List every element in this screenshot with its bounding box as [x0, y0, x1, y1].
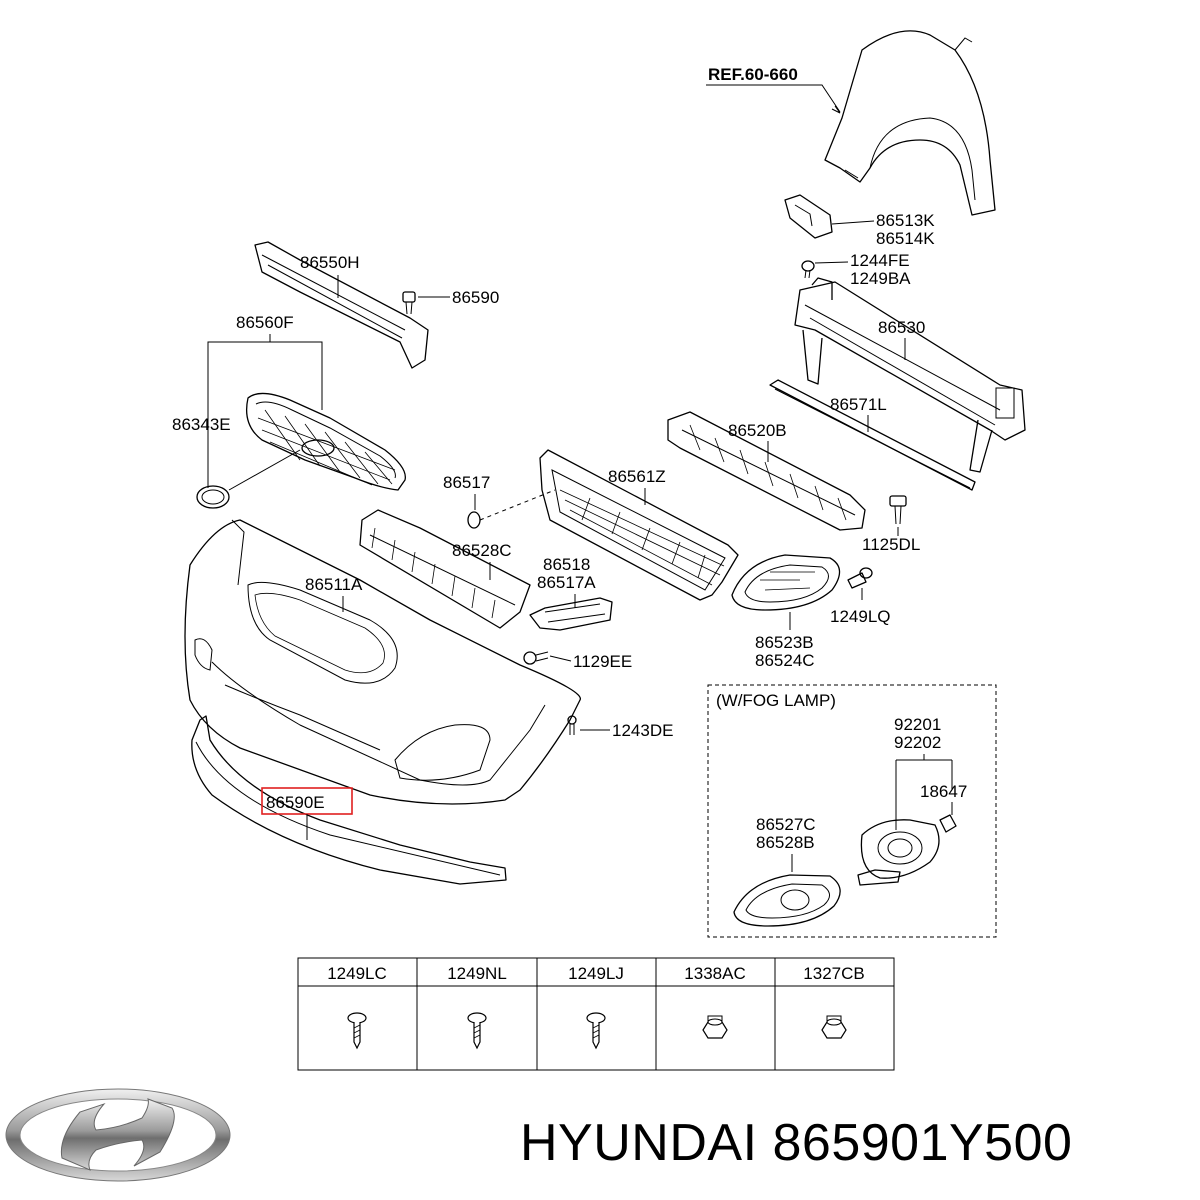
reinforcement-drawing	[794, 277, 1026, 473]
hyundai-logo	[5, 1088, 231, 1182]
absorber-drawing	[769, 379, 976, 491]
side-bracket-drawing	[784, 194, 833, 239]
table-header-1249LJ: 1249LJ	[568, 964, 624, 983]
bolt-1244FE-drawing	[801, 260, 815, 279]
lower-moulding-drawing	[191, 715, 507, 885]
upper-bracket-drawing	[254, 241, 429, 369]
label-1244FE: 1244FE	[850, 251, 910, 270]
label-1243DE: 1243DE	[612, 721, 673, 740]
emblem-86343E-drawing	[196, 485, 230, 509]
label-92202: 92202	[894, 733, 941, 752]
label-1249BA: 1249BA	[850, 269, 911, 288]
label-86527C: 86527C	[756, 815, 816, 834]
label-86560F: 86560F	[236, 313, 294, 332]
label-1129EE: 1129EE	[573, 652, 632, 671]
table-header-1249NL: 1249NL	[447, 964, 507, 983]
table-header-1327CB: 1327CB	[803, 964, 864, 983]
table-header-1338AC: 1338AC	[684, 964, 745, 983]
fastener-table: 1249LC 1249NL 1249LJ 1338AC 1327CB	[297, 957, 895, 1071]
label-86524C: 86524C	[755, 651, 815, 670]
fog-lamp-drawing	[857, 814, 957, 886]
label-92201: 92201	[894, 715, 941, 734]
label-86590: 86590	[452, 288, 499, 307]
label-86530: 86530	[878, 318, 925, 337]
label-18647: 18647	[920, 782, 967, 801]
label-86517A: 86517A	[537, 573, 596, 592]
label-1125DL: 1125DL	[862, 535, 920, 554]
lower-grille-drawing	[539, 449, 739, 601]
screw-icon	[467, 1012, 487, 1050]
bolt-1129EE-drawing	[523, 651, 549, 665]
label-86518: 86518	[543, 555, 590, 574]
label-86571L: 86571L	[830, 395, 887, 414]
fender-drawing	[824, 30, 996, 216]
bumper-cover-drawing	[184, 519, 581, 805]
label-86517: 86517	[443, 473, 490, 492]
label-86528B: 86528B	[756, 833, 815, 852]
fog-cover-drawing	[731, 554, 841, 611]
upper-grille-drawing	[245, 392, 406, 491]
screw-icon	[586, 1012, 606, 1050]
screw-1243DE-drawing	[567, 715, 577, 735]
center-bracket-drawing	[529, 597, 613, 631]
grille-support-drawing	[359, 509, 531, 629]
label-86513K: 86513K	[876, 211, 935, 230]
label-86550H: 86550H	[300, 253, 360, 272]
lower-bracket-drawing	[667, 411, 866, 531]
bolt-1125DL-drawing	[889, 495, 907, 525]
label-86528C: 86528C	[452, 541, 512, 560]
fog-box-title: (W/FOG LAMP)	[716, 691, 836, 710]
nut-icon	[702, 1015, 728, 1039]
label-86511A: 86511A	[305, 575, 363, 594]
label-ref: REF.60-660	[708, 65, 798, 84]
label-86590E: 86590E	[266, 793, 325, 812]
label-86520B: 86520B	[728, 421, 787, 440]
clip-86517-drawing	[467, 511, 481, 529]
screw-icon	[347, 1012, 367, 1050]
nut-icon	[821, 1015, 847, 1039]
screw-1249LQ-drawing	[847, 567, 873, 589]
clip-86590-drawing	[402, 291, 416, 315]
fog-bezel-drawing	[733, 874, 841, 927]
label-86514K: 86514K	[876, 229, 935, 248]
label-86523B: 86523B	[755, 633, 814, 652]
label-86561Z: 86561Z	[608, 467, 666, 486]
table-header-1249LC: 1249LC	[327, 964, 387, 983]
label-86343E: 86343E	[172, 415, 231, 434]
brand-part-number: HYUNDAI 865901Y500	[520, 1114, 1073, 1172]
fog-lamp-box	[707, 684, 997, 938]
label-1249LQ: 1249LQ	[830, 607, 891, 626]
